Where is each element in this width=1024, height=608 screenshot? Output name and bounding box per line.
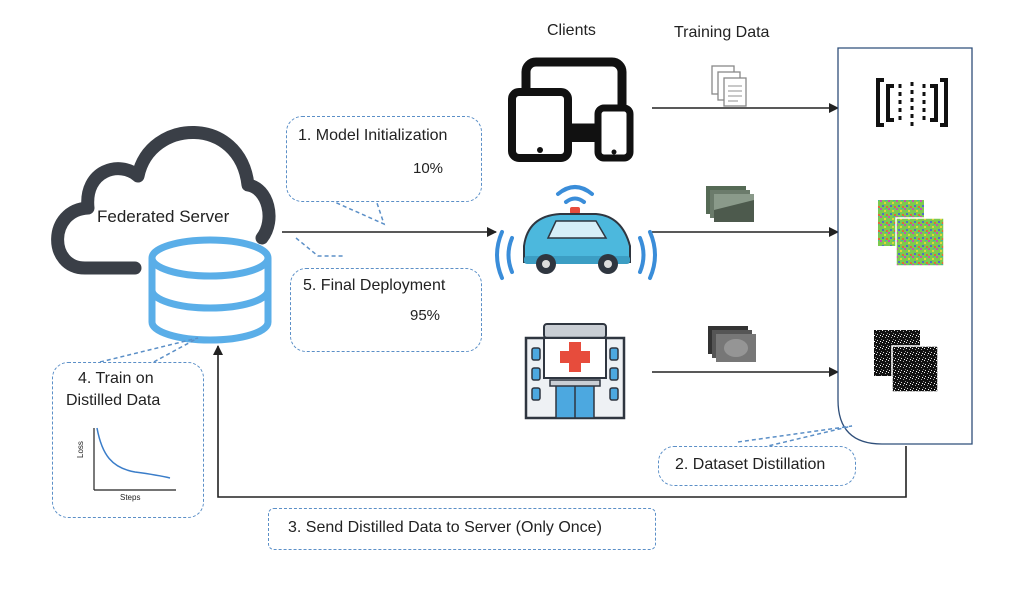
training-data-header: Training Data: [674, 24, 770, 41]
loss-plot-xlabel: Steps: [120, 493, 141, 502]
model-init-callout: [286, 116, 482, 202]
cloud-database-icon: [51, 126, 276, 344]
model-init-callout-tail: [329, 199, 386, 226]
distill-callout-tail: [737, 425, 853, 447]
devices-icon: [508, 57, 634, 162]
connected-car-icon: [495, 185, 657, 280]
model-init-label: 1. Model Initialization: [298, 127, 448, 144]
send-distilled-label: 3. Send Distilled Data to Server (Only O…: [288, 519, 602, 536]
server-label: Federated Server: [97, 207, 230, 226]
hospital-icon: [524, 323, 626, 420]
return-to-server-arrow: [213, 345, 907, 498]
clients-header: Clients: [547, 22, 596, 39]
documents-icon: [711, 65, 747, 107]
distilled-image-data-bw: [874, 330, 939, 393]
dataset-distill-callout: [658, 446, 856, 486]
model-init-percent: 10%: [413, 160, 444, 177]
loss-plot-ylabel: Loss: [76, 441, 85, 458]
car-image-data-icon: [706, 186, 754, 222]
final-deploy-label: 5. Final Deployment: [303, 277, 446, 294]
train-distilled-line1: 4. Train on: [78, 370, 154, 387]
train-callout-tail: [99, 337, 199, 365]
distilled-image-data-color: [878, 200, 945, 267]
dataset-distill-label: 2. Dataset Distillation: [675, 456, 826, 473]
send-distilled-callout: [268, 508, 656, 550]
final-deploy-percent: 95%: [410, 307, 441, 324]
final-deploy-callout: [290, 268, 482, 352]
final-deploy-callout-tail: [295, 237, 344, 257]
train-distilled-line2: Distilled Data: [66, 392, 161, 409]
medical-image-data-icon: [708, 326, 756, 362]
distilled-text-data-icon: [876, 78, 948, 127]
